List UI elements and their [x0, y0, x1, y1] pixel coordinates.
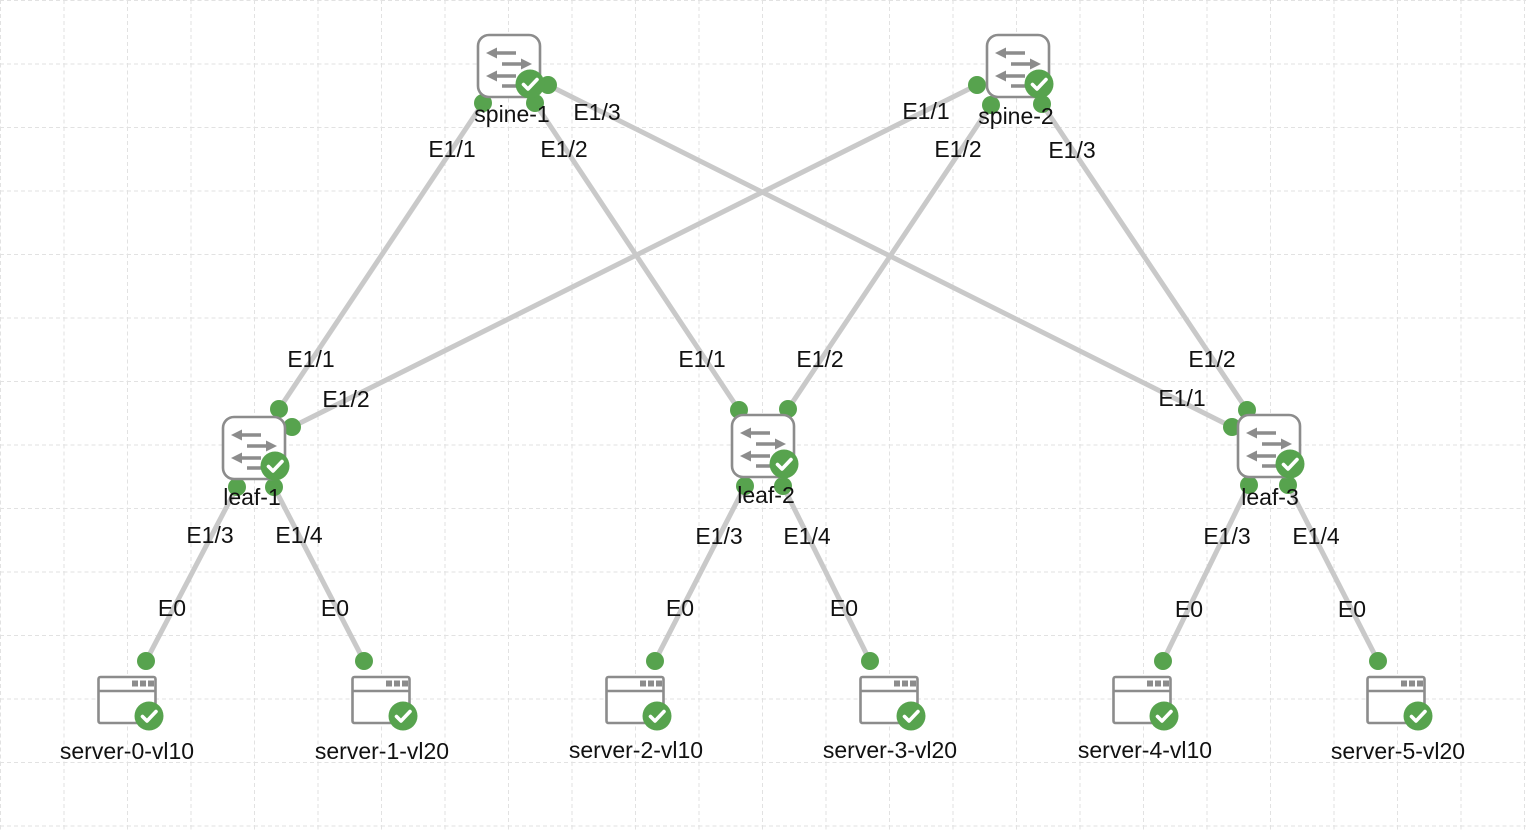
- node-server-3-vl20[interactable]: [859, 675, 926, 731]
- node-label-spine-1[interactable]: spine-1: [474, 101, 549, 127]
- status-ok-icon: [896, 701, 926, 731]
- if-label-leaf-3-E13: E1/3: [1203, 523, 1250, 549]
- node-server-2-vl10[interactable]: [605, 675, 672, 731]
- endpoint-dot-leaf-1-E13[interactable]: [228, 478, 246, 496]
- link-leaf-2-E14--server-3-vl20-E0[interactable]: [780, 484, 873, 663]
- node-server-0-vl10[interactable]: [97, 675, 164, 731]
- node-label-server-4-vl10[interactable]: server-4-vl10: [1078, 737, 1212, 763]
- endpoint-dot-leaf-1-E11[interactable]: [270, 400, 288, 418]
- node-server-5-vl20[interactable]: [1366, 675, 1433, 731]
- node-label-server-5-vl20[interactable]: server-5-vl20: [1331, 738, 1465, 764]
- endpoint-dot-spine-1-E11[interactable]: [474, 94, 492, 112]
- if-label-server-1-vl20-E0: E0: [321, 595, 349, 621]
- if-label-leaf-1-E13: E1/3: [186, 522, 233, 548]
- endpoint-dot-leaf-3-E14[interactable]: [1279, 476, 1297, 494]
- endpoint-dot-spine-1-E12[interactable]: [526, 94, 544, 112]
- if-label-leaf-1-E12: E1/2: [322, 386, 369, 412]
- link-spine-2-E12--leaf-2-E12[interactable]: [785, 103, 994, 411]
- if-label-spine-2-E11: E1/1: [902, 98, 949, 124]
- server-icon: [1112, 675, 1172, 725]
- if-label-server-5-vl20-E0: E0: [1338, 596, 1366, 622]
- labels-layer: spine-1 spine-2 leaf-1 leaf-2 leaf-3 server-0…: [60, 98, 1465, 764]
- if-label-server-4-vl10-E0: E0: [1175, 596, 1203, 622]
- status-ok-icon: [260, 451, 290, 481]
- if-label-server-2-vl10-E0: E0: [666, 595, 694, 621]
- endpoint-dot-server-0-vl10-E0[interactable]: [137, 652, 155, 670]
- if-label-spine-1-E11: E1/1: [428, 136, 475, 162]
- endpoint-dot-leaf-2-E12[interactable]: [779, 400, 797, 418]
- link-spine-1-E11--leaf-1-E11[interactable]: [276, 101, 486, 411]
- if-label-leaf-3-E11: E1/1: [1158, 385, 1205, 411]
- node-label-leaf-3[interactable]: leaf-3: [1241, 484, 1299, 510]
- endpoint-dot-server-3-vl20-E0[interactable]: [861, 652, 879, 670]
- node-label-leaf-2[interactable]: leaf-2: [737, 482, 795, 508]
- if-label-leaf-2-E12: E1/2: [796, 346, 843, 372]
- endpoint-dot-leaf-1-E12[interactable]: [283, 418, 301, 436]
- endpoint-dot-leaf-3-E13[interactable]: [1240, 476, 1258, 494]
- link-leaf-2-E13--server-2-vl10-E0[interactable]: [652, 484, 748, 663]
- endpoint-dot-leaf-1-E14[interactable]: [265, 478, 283, 496]
- status-ok-icon: [1024, 69, 1054, 99]
- endpoint-dot-spine-2-E12[interactable]: [982, 96, 1000, 114]
- endpoint-dot-server-2-vl10-E0[interactable]: [646, 652, 664, 670]
- link-leaf-1-E14--server-1-vl20-E0[interactable]: [271, 485, 367, 663]
- status-ok-icon: [134, 701, 164, 731]
- if-label-spine-1-E13: E1/3: [573, 99, 620, 125]
- if-label-server-0-vl10-E0: E0: [158, 595, 186, 621]
- node-label-server-2-vl10[interactable]: server-2-vl10: [569, 737, 703, 763]
- if-label-spine-1-E12: E1/2: [540, 136, 587, 162]
- node-server-1-vl20[interactable]: [351, 675, 418, 731]
- endpoint-dot-leaf-2-E13[interactable]: [736, 477, 754, 495]
- status-ok-icon: [515, 69, 545, 99]
- status-ok-icon: [1403, 701, 1433, 731]
- link-leaf-3-E13--server-4-vl10-E0[interactable]: [1160, 483, 1252, 663]
- node-label-server-1-vl20[interactable]: server-1-vl20: [315, 738, 449, 764]
- status-ok-icon: [642, 701, 672, 731]
- if-label-spine-2-E13: E1/3: [1048, 137, 1095, 163]
- nodes-layer: [97, 33, 1433, 731]
- if-label-leaf-1-E11: E1/1: [287, 346, 334, 372]
- links-layer: [143, 82, 1381, 663]
- if-label-leaf-3-E14: E1/4: [1292, 523, 1340, 549]
- if-label-leaf-1-E14: E1/4: [275, 522, 323, 548]
- endpoint-dot-spine-2-E13[interactable]: [1033, 95, 1051, 113]
- node-label-spine-2[interactable]: spine-2: [978, 103, 1053, 129]
- if-label-spine-2-E12: E1/2: [934, 136, 981, 162]
- status-ok-icon: [1149, 701, 1179, 731]
- node-label-server-3-vl20[interactable]: server-3-vl20: [823, 737, 957, 763]
- if-label-leaf-2-E11: E1/1: [678, 346, 725, 372]
- node-label-server-0-vl10[interactable]: server-0-vl10: [60, 738, 194, 764]
- endpoint-dot-server-4-vl10-E0[interactable]: [1154, 652, 1172, 670]
- node-server-4-vl10[interactable]: [1112, 675, 1179, 731]
- endpoint-dot-spine-2-E11[interactable]: [968, 76, 986, 94]
- status-ok-icon: [769, 449, 799, 479]
- link-leaf-1-E13--server-0-vl10-E0[interactable]: [143, 485, 240, 663]
- link-leaf-3-E14--server-5-vl20-E0[interactable]: [1285, 483, 1381, 663]
- node-leaf-1[interactable]: [221, 415, 290, 481]
- endpoint-dot-leaf-2-E14[interactable]: [774, 477, 792, 495]
- status-ok-icon: [388, 701, 418, 731]
- if-label-leaf-2-E13: E1/3: [695, 523, 742, 549]
- if-label-leaf-2-E14: E1/4: [783, 523, 831, 549]
- link-spine-2-E11--leaf-1-E12[interactable]: [290, 82, 979, 430]
- link-spine-2-E13--leaf-3-E12[interactable]: [1039, 102, 1250, 412]
- node-spine-2[interactable]: [985, 33, 1054, 99]
- endpoint-dot-server-5-vl20-E0[interactable]: [1369, 652, 1387, 670]
- node-label-leaf-1[interactable]: leaf-1: [223, 484, 281, 510]
- endpoints-layer: [137, 76, 1387, 670]
- endpoint-dot-server-1-vl20-E0[interactable]: [355, 652, 373, 670]
- endpoint-dot-leaf-3-E11[interactable]: [1223, 418, 1241, 436]
- status-ok-icon: [1275, 449, 1305, 479]
- node-leaf-3[interactable]: [1236, 413, 1305, 479]
- if-label-server-3-vl20-E0: E0: [830, 595, 858, 621]
- if-label-leaf-3-E12: E1/2: [1188, 346, 1235, 372]
- node-leaf-2[interactable]: [730, 413, 799, 479]
- node-spine-1[interactable]: [476, 33, 545, 99]
